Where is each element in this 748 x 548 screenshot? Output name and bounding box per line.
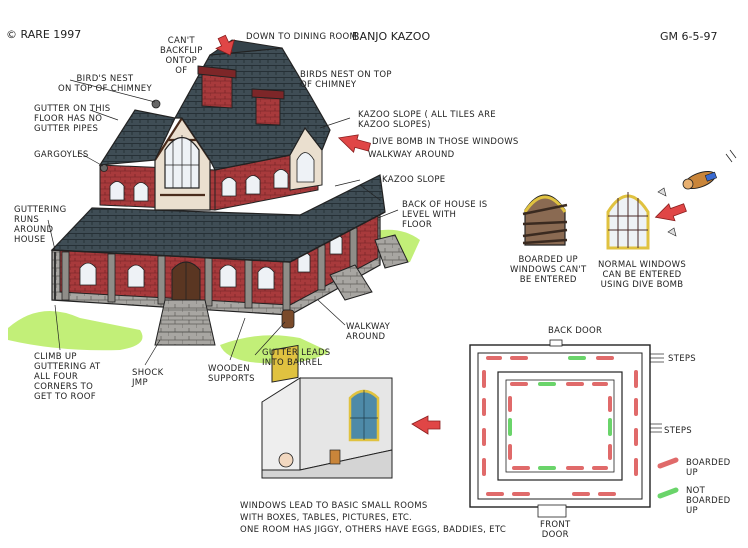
label-kazoo-slope-top: KAZOO SLOPE ( ALL TILES ARE KAZOO SLOPES… xyxy=(358,110,496,130)
label-back-door: BACK DOOR xyxy=(548,326,603,336)
label-back-of-house: BACK OF HOUSE IS LEVEL WITH FLOOR xyxy=(402,200,488,230)
banjo-dive-bomb-icon xyxy=(682,149,737,190)
legend-boarded-up: BOARDED UP xyxy=(686,458,731,478)
label-birds-nest-right: BIRDS NEST ON TOP OF CHIMNEY xyxy=(300,70,392,90)
house-illustration xyxy=(50,39,409,346)
label-cant-backflip: CAN'T BACKFLIP ONTOP OF xyxy=(160,36,203,76)
label-boarded-windows: BOARDED UP WINDOWS CAN'T BE ENTERED xyxy=(510,255,587,285)
label-gargoyles: GARGOYLES xyxy=(34,150,89,160)
label-dive-bomb: DIVE BOMB IN THOSE WINDOWS xyxy=(372,137,519,147)
label-guttering-runs: GUTTERING RUNS AROUND HOUSE xyxy=(14,205,67,245)
label-down-to-dining-room: DOWN TO DINING ROOM xyxy=(246,32,358,42)
label-walkway-around-top: WALKWAY AROUND xyxy=(368,150,455,160)
plan-legend xyxy=(657,457,679,499)
label-wooden-supports: WOODEN SUPPORTS xyxy=(208,364,255,384)
callout-arrows xyxy=(215,34,687,435)
artist-signature: GM 6-5-97 xyxy=(660,30,718,43)
label-gutter-no-pipes: GUTTER ON THIS FLOOR HAS NO GUTTER PIPES xyxy=(34,104,111,134)
label-shock-jump: SHOCK JMP xyxy=(132,368,164,388)
label-windows-lead-to-rooms: WINDOWS LEAD TO BASIC SMALL ROOMS WITH B… xyxy=(240,501,507,535)
label-gutter-into-barrel: GUTTER LEADS INTO BARREL xyxy=(262,348,331,368)
label-walkway-around-bottom: WALKWAY AROUND xyxy=(346,322,391,342)
label-front-door: FRONT DOOR xyxy=(540,520,571,540)
label-steps-top: STEPS xyxy=(668,354,696,364)
label-climb-up-guttering: CLIMB UP GUTTERING AT ALL FOUR CORNERS T… xyxy=(34,352,101,402)
sheet-title: BANJO KAZOO xyxy=(352,30,431,43)
label-normal-windows: NORMAL WINDOWS CAN BE ENTERED USING DIVE… xyxy=(598,260,687,290)
label-kazoo-slope-mid: KAZOO SLOPE xyxy=(382,175,446,185)
copyright-note: © RARE 1997 xyxy=(6,28,82,41)
floor-plan xyxy=(469,339,664,518)
window-markers xyxy=(482,356,638,496)
normal-window-sketch xyxy=(606,149,737,250)
label-birds-nest-left: BIRD'S NEST ON TOP OF CHIMNEY xyxy=(58,74,152,94)
boarded-window-sketch xyxy=(522,194,568,246)
leader-lines xyxy=(47,79,399,366)
interior-room-sketch xyxy=(261,344,393,479)
label-steps-side: STEPS xyxy=(664,426,692,436)
legend-not-boarded-up: NOT BOARDED UP xyxy=(686,486,731,516)
